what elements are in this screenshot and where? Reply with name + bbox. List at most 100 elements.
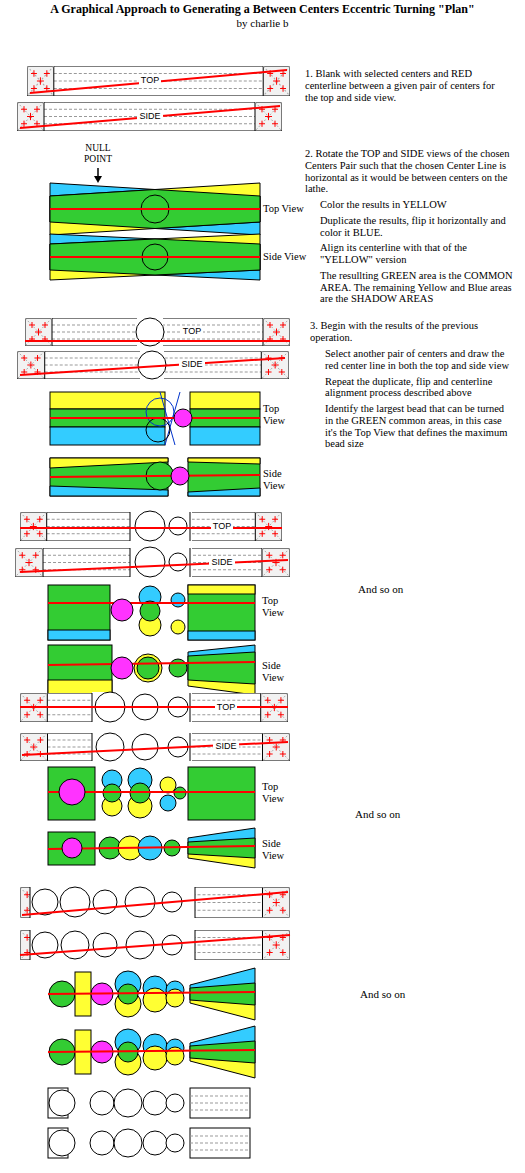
illustration-circle <box>135 511 165 541</box>
illustration-use <box>20 930 290 960</box>
illustration-circle <box>32 889 58 915</box>
illustration-circle <box>111 657 133 679</box>
illustration-line <box>20 358 285 375</box>
illustration-circle <box>146 418 170 442</box>
illustration-rect <box>137 317 163 347</box>
note-text: Identify the largest bead that can be tu… <box>325 403 510 450</box>
illustration-circle <box>125 887 155 917</box>
illustration-rect <box>48 630 110 640</box>
illustration-rect <box>130 547 192 578</box>
illustration-polygon <box>50 183 260 235</box>
illustration-polygon <box>50 190 260 229</box>
illustration-polygon <box>50 183 260 235</box>
illustration-rect <box>188 767 255 820</box>
illustration-line <box>92 733 93 761</box>
illustration-use <box>17 102 282 131</box>
illustration-circle <box>160 777 176 793</box>
illustration-use <box>17 351 289 379</box>
blank-view: SIDE <box>17 351 289 379</box>
illustration-use <box>15 548 290 577</box>
illustration-circle <box>171 467 189 485</box>
view-label: SIDE <box>179 360 204 370</box>
illustration-line <box>22 892 288 915</box>
blank-view: TOP <box>27 66 290 96</box>
note-text: And so on <box>355 808 435 820</box>
note-text: Color the results in YELLOW <box>320 199 515 211</box>
note-text: 3. Begin with the results of the previou… <box>310 320 510 344</box>
illustration-rect <box>188 631 255 640</box>
note-text: NULL POINT <box>78 143 118 164</box>
illustration-circle <box>132 734 158 760</box>
illustration-circle <box>171 593 185 607</box>
illustration-line <box>30 930 31 960</box>
illustration-rect <box>188 458 260 496</box>
note-text: Top View <box>263 203 318 215</box>
illustration-circle <box>134 654 162 682</box>
illustration-line <box>50 475 260 477</box>
note-text: Top View <box>263 403 295 427</box>
diagram-title: A Graphical Approach to Generating a Bet… <box>0 3 525 16</box>
illustration-use <box>48 968 255 1020</box>
note-text: Duplicate the results, flip it horizonta… <box>320 215 515 239</box>
illustration-line <box>130 548 131 577</box>
illustration-use <box>20 887 290 918</box>
note-text: 2. Rotate the TOP and SIDE views of the … <box>305 148 517 195</box>
illustration-circle <box>160 795 176 811</box>
illustration-rect <box>48 645 112 695</box>
view-label: TOP <box>181 327 203 337</box>
note-text: Repeat the duplicate, flip and centerlin… <box>325 376 510 400</box>
illustration-line <box>22 742 288 755</box>
illustration-use <box>25 318 290 346</box>
view-label: TOP <box>215 703 237 713</box>
illustration-line <box>195 930 196 960</box>
illustration-circle <box>169 517 187 535</box>
note-text: Side View <box>262 838 294 862</box>
illustration-line <box>20 935 290 955</box>
blank-view: TOP <box>25 318 290 346</box>
blank-view: SIDE <box>17 102 282 131</box>
illustration-polygon <box>94 176 102 183</box>
illustration-rect <box>188 585 255 594</box>
illustration-polygon <box>188 488 260 496</box>
illustration-polygon <box>50 486 168 496</box>
illustration-rect <box>50 392 165 409</box>
illustration-use <box>20 733 290 761</box>
illustration-line <box>190 548 191 577</box>
note-text: by charlie b <box>0 17 525 29</box>
illustration-circle <box>60 887 90 917</box>
blank-view: SIDE <box>20 733 290 761</box>
illustration-line <box>30 70 287 93</box>
illustration-line <box>50 256 260 258</box>
view-label: SIDE <box>209 558 234 568</box>
illustration-line <box>48 662 255 665</box>
illustration-polygon <box>50 234 260 280</box>
blank-view: TOP <box>20 512 282 541</box>
illustration-use <box>20 693 288 722</box>
illustration-polygon <box>188 458 260 464</box>
illustration-rect <box>48 767 95 820</box>
illustration-line <box>97 168 99 177</box>
illustration-line <box>50 417 260 419</box>
illustration-line <box>190 512 191 541</box>
illustration-line <box>195 887 196 918</box>
note-text: Select another pair of centers and draw … <box>325 348 510 372</box>
illustration-polygon <box>188 652 255 684</box>
illustration-circle <box>146 398 174 426</box>
illustration-polygon <box>50 239 260 275</box>
note-text: Side View <box>263 251 318 263</box>
illustration-circle <box>111 599 133 621</box>
illustration-rect <box>190 427 260 445</box>
illustration-use <box>48 1026 255 1078</box>
illustration-polygon <box>188 838 255 858</box>
view-label: TOP <box>139 76 161 86</box>
note-text: Align its centerline with that of the "Y… <box>320 242 515 266</box>
note-text: The resullting GREEN area is the COMMON … <box>320 270 515 305</box>
illustration-circle <box>93 890 117 914</box>
illustration-rect <box>30 929 195 961</box>
illustration-line <box>50 208 260 210</box>
view-label: SIDE <box>213 742 238 752</box>
illustration-line <box>130 512 131 541</box>
illustration-line <box>25 340 290 342</box>
illustration-circle <box>96 733 124 761</box>
